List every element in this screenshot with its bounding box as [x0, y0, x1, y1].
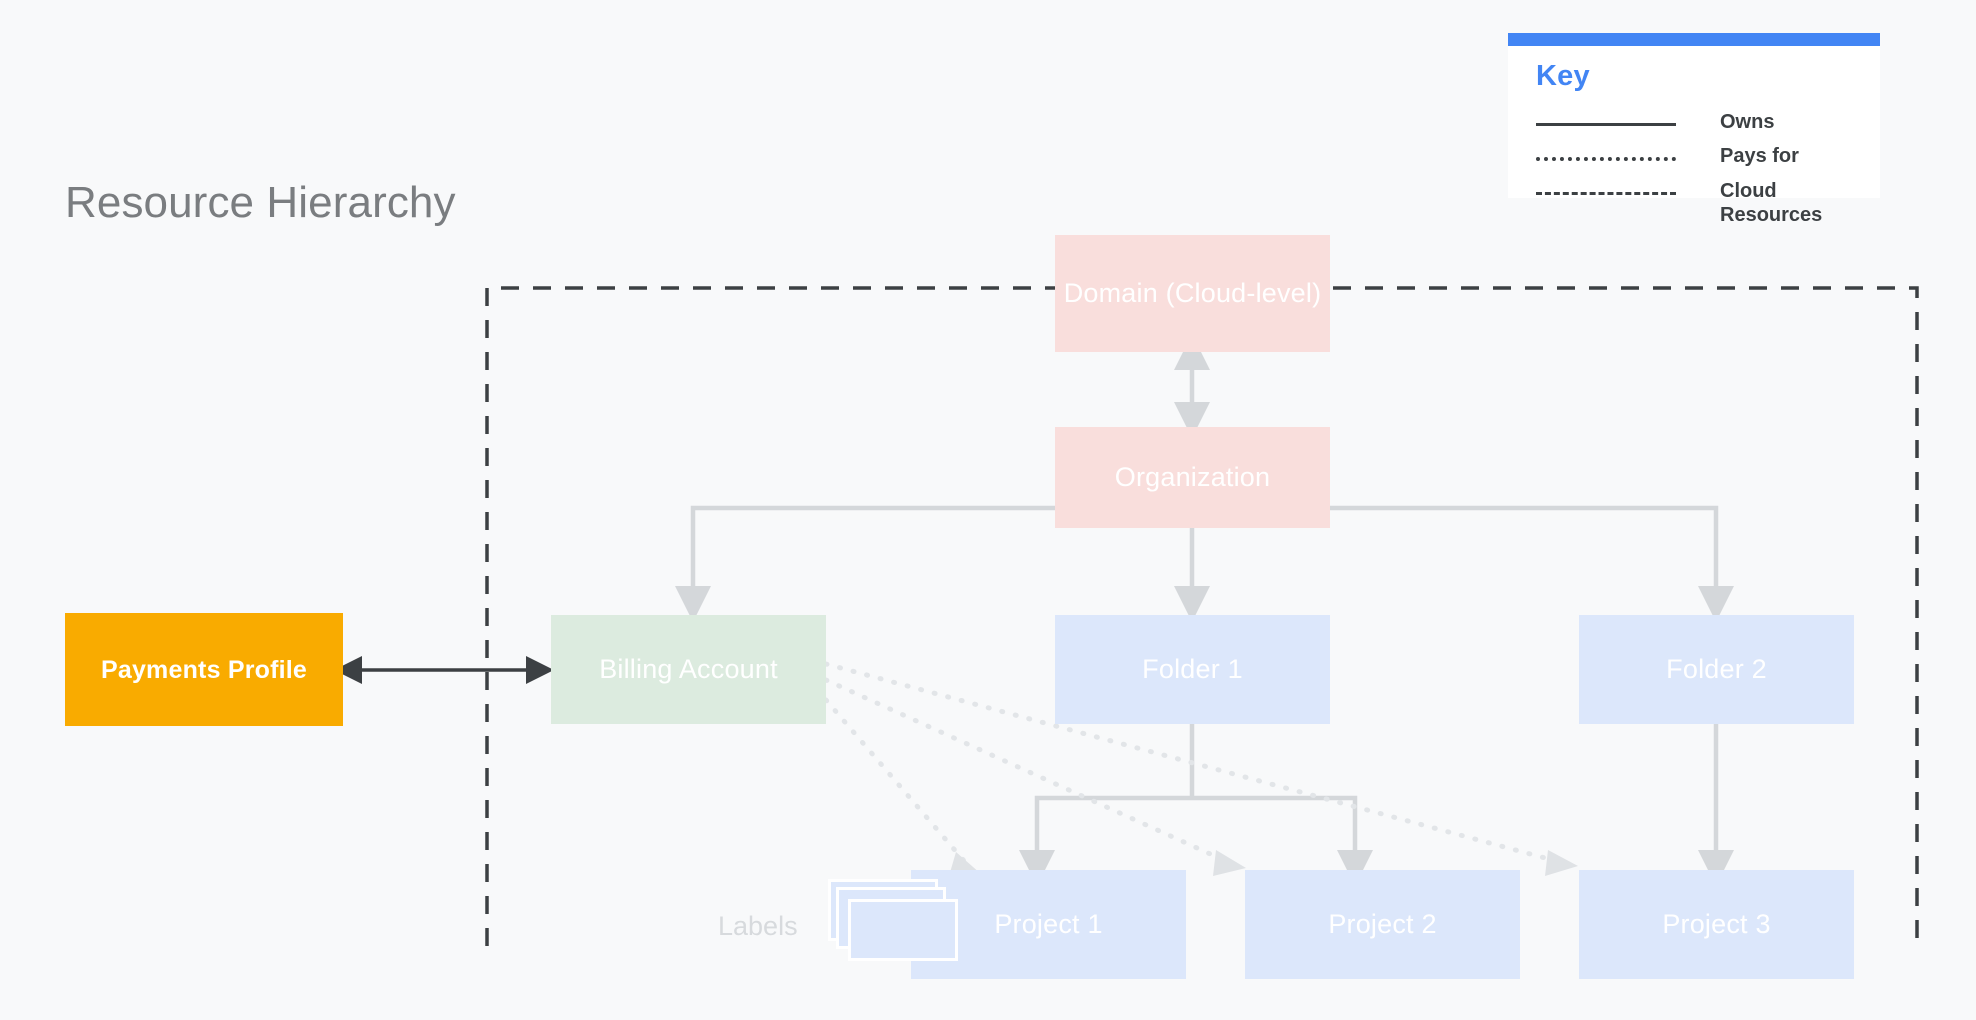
key-accent-bar	[1508, 33, 1880, 46]
key-row-cloud-resources: Cloud Resources	[1536, 179, 1870, 228]
wire-billing-pays-project1	[823, 697, 968, 865]
key-row-owns: Owns	[1536, 110, 1774, 134]
pays-for-line-sample	[1536, 157, 1676, 165]
node-folder-2[interactable]: Folder 2	[1579, 615, 1854, 724]
cloud-resources-line-sample	[1536, 192, 1676, 199]
labels-annotation: Labels	[718, 911, 798, 941]
node-domain[interactable]: Domain (Cloud-level)	[1055, 235, 1330, 352]
wire-organization-billing	[675, 505, 1055, 622]
page-title: Resource Hierarchy	[65, 178, 456, 227]
key-title: Key	[1536, 60, 1590, 92]
node-organization[interactable]: Organization	[1055, 427, 1330, 528]
node-folder-1[interactable]: Folder 1	[1055, 615, 1330, 724]
wire-organization-folder2	[1330, 505, 1734, 622]
node-payments-profile[interactable]: Payments Profile	[65, 613, 343, 726]
key-body: Key Owns Pays for Cloud Resources	[1508, 46, 1880, 226]
labels-stack-icon	[828, 879, 958, 961]
wire-folder1-project2	[1192, 795, 1373, 886]
node-project-3[interactable]: Project 3	[1579, 870, 1854, 979]
stack-card-front	[848, 899, 958, 961]
wire-billing-pays-project3-head	[1545, 850, 1578, 876]
wire-folder1-project1	[1019, 795, 1192, 886]
node-project-2[interactable]: Project 2	[1245, 870, 1520, 979]
key-label-cloud-resources: Cloud Resources	[1720, 180, 1823, 227]
key-panel: Key Owns Pays for Cloud Resources	[1508, 33, 1880, 226]
key-label-owns: Owns	[1720, 111, 1775, 133]
key-label-pays-for: Pays for	[1720, 145, 1799, 167]
owns-line-sample	[1536, 123, 1676, 130]
key-row-pays-for: Pays for	[1536, 144, 1799, 168]
wire-billing-pays-project2-head	[1213, 850, 1246, 876]
node-billing-account[interactable]: Billing Account	[551, 615, 826, 724]
